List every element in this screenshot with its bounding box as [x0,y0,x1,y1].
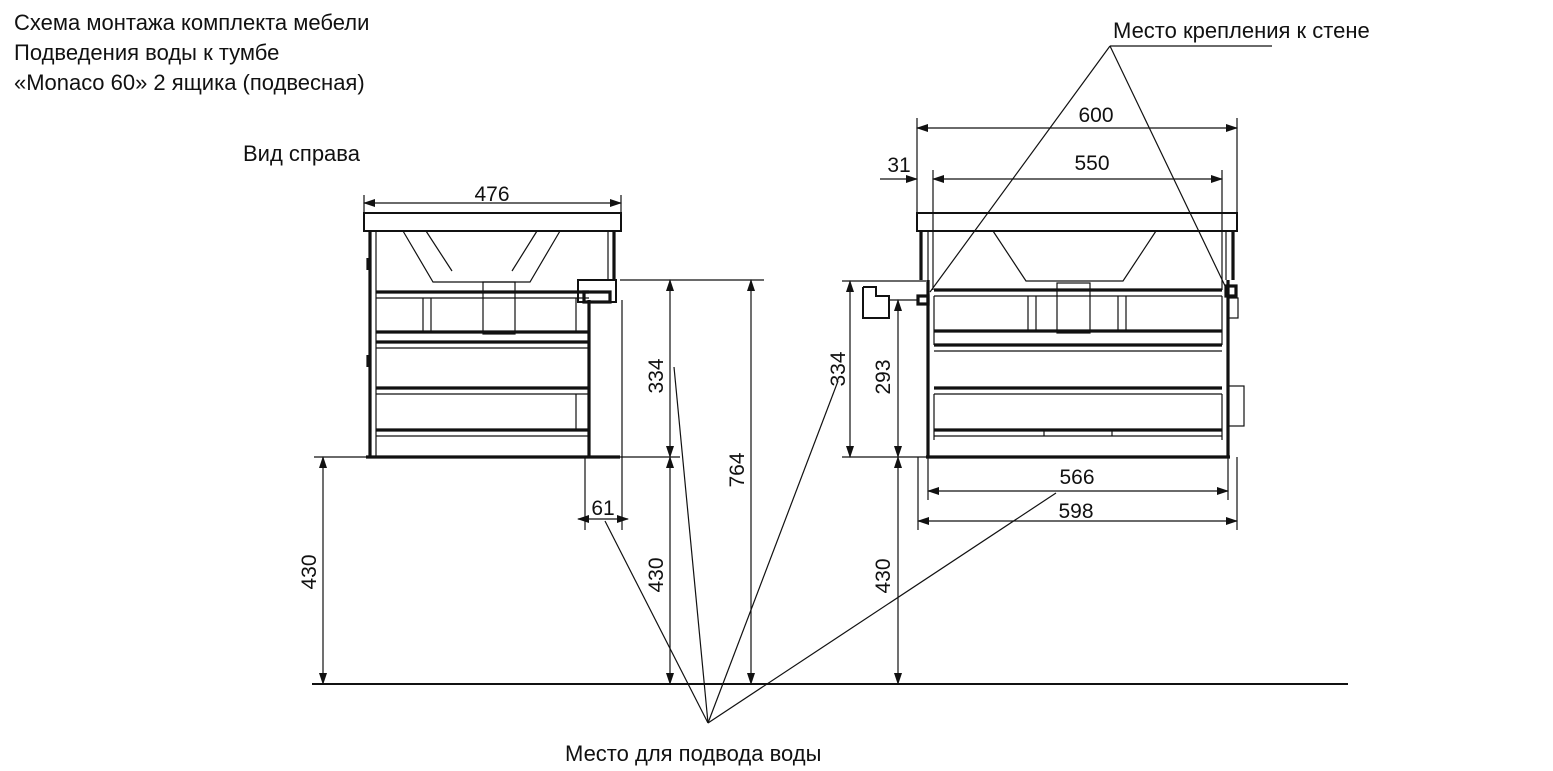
front-countertop [916,212,1238,232]
side-view-cabinet [363,212,622,459]
wall-mount-label: Место крепления к стене [1113,18,1370,43]
dim-front-width-top: 600 [1078,104,1113,127]
dim-side-floor-height: 430 [298,554,321,589]
front-wall-bracket [862,286,890,319]
title-line-2: Подведения воды к тумбе [14,40,279,65]
side-view-label: Вид справа [243,141,361,166]
dim-front-cabinet-height: 334 [827,351,850,386]
dim-side-cabinet-height: 334 [645,358,668,393]
water-supply-label: Место для подвода воды [565,741,821,766]
front-siphon [1056,282,1091,334]
dim-front-floor-height: 430 [872,558,895,593]
dim-side-offset: 61 [591,497,614,520]
front-view-cabinet [862,212,1245,459]
front-handle-lower [1227,385,1245,427]
side-siphon [482,281,516,335]
dim-side-width: 476 [474,183,509,206]
wall-mount-callout: Место крепления к стене [929,18,1370,293]
dim-side-water-from-floor: 430 [645,557,668,592]
dim-front-width-base: 598 [1058,500,1093,523]
water-supply-callout: Место для подвода воды [565,366,1057,766]
front-handle-upper [1227,297,1239,319]
side-basin [402,230,561,283]
title-line-3: «Monaco 60» 2 ящика (подвесная) [14,70,365,95]
side-view-dimensions: 476 61 430 334 430 764 [298,183,764,685]
side-countertop [363,212,622,232]
dim-front-edge-offset: 31 [887,154,910,177]
dim-front-width-body: 566 [1059,466,1094,489]
dim-side-total-height: 764 [726,452,749,487]
title-block: Схема монтажа комплекта мебели Подведени… [14,10,369,95]
front-basin [992,230,1157,282]
dim-front-width-inner: 550 [1074,152,1109,175]
front-view-dimensions: 600 550 31 334 293 430 566 598 [827,104,1238,685]
title-line-1: Схема монтажа комплекта мебели [14,10,369,35]
dim-front-fixture-height: 293 [872,359,895,394]
